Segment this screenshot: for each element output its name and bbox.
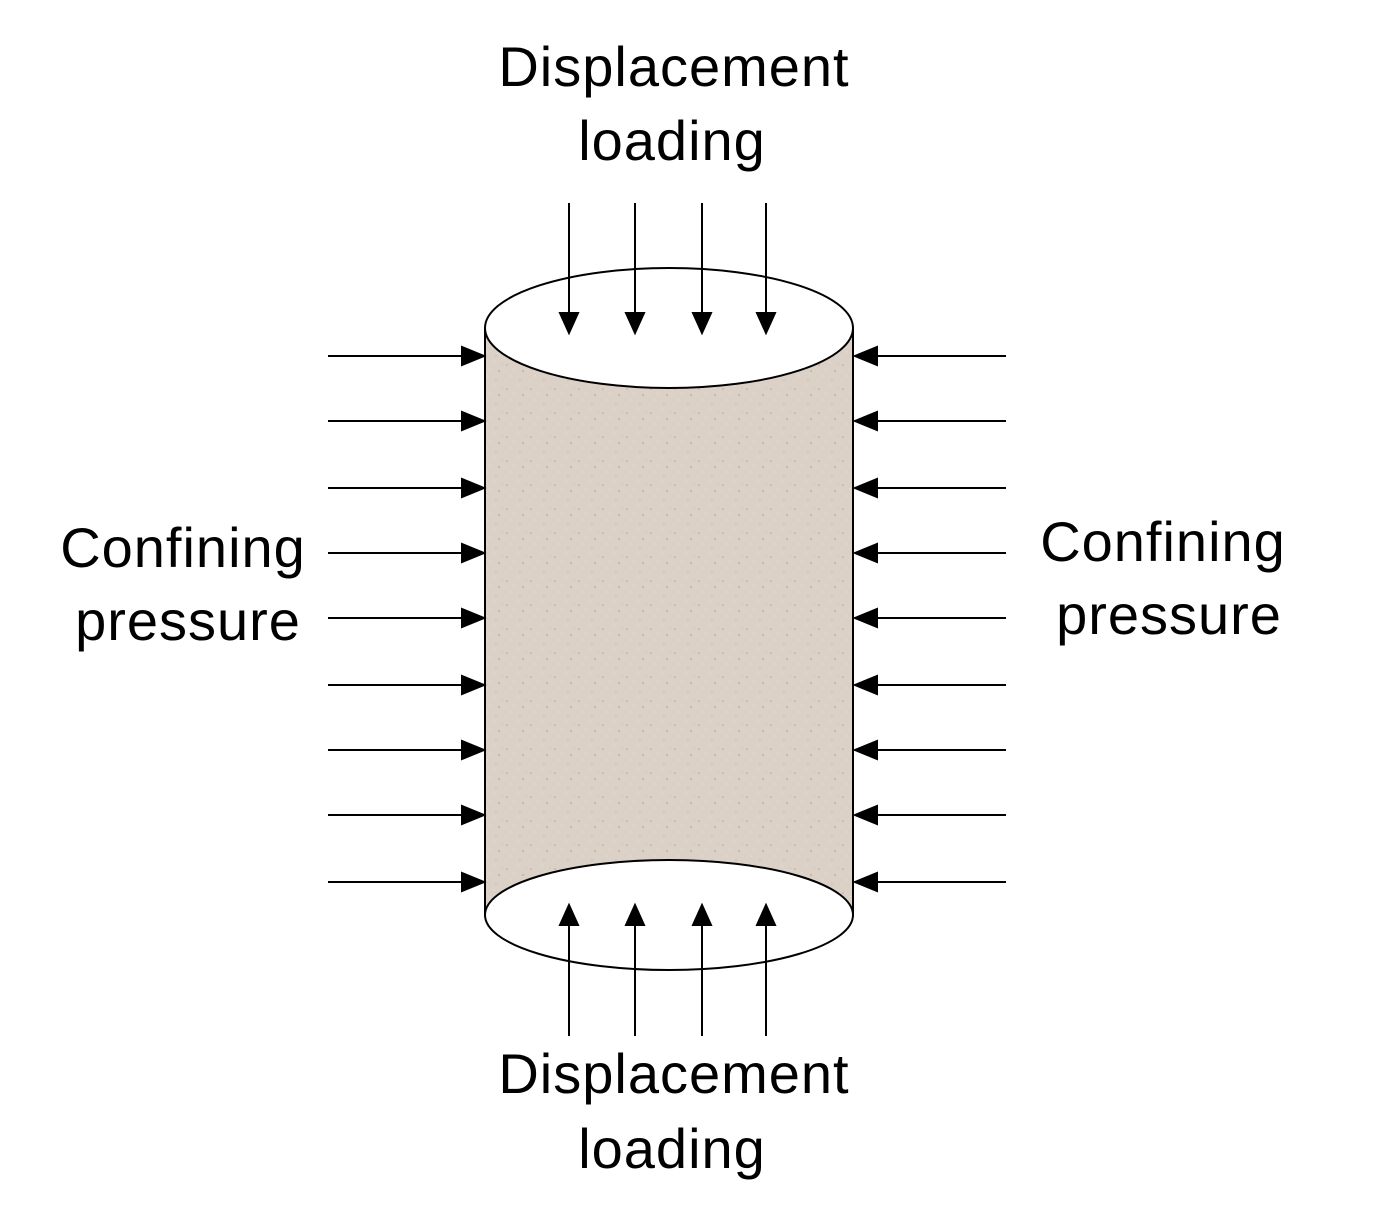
right-arrow — [852, 542, 1006, 564]
bottom-arrow — [691, 902, 713, 1036]
top-arrow — [624, 203, 646, 336]
right-arrow — [852, 674, 1006, 696]
left-arrow — [328, 804, 487, 826]
left-label: Confining pressure — [60, 516, 306, 652]
bottom-displacement-arrows — [558, 902, 777, 1036]
top-label-line1: Displacement — [498, 35, 849, 98]
right-arrow — [852, 345, 1006, 367]
bottom-end-cap — [484, 859, 854, 971]
right-arrow — [852, 739, 1006, 761]
top-arrow — [558, 203, 580, 336]
top-end-cap — [484, 267, 854, 389]
right-arrow — [852, 871, 1006, 893]
top-label: Displacement loading — [498, 35, 849, 172]
left-arrow — [328, 607, 487, 629]
top-arrow — [755, 203, 777, 336]
left-arrow — [328, 674, 487, 696]
left-arrow — [328, 477, 487, 499]
left-label-line2: pressure — [75, 589, 301, 652]
top-arrow — [691, 203, 713, 336]
bottom-arrow — [755, 902, 777, 1036]
right-label-line1: Confining — [1040, 510, 1286, 573]
bottom-arrow — [624, 902, 646, 1036]
right-arrow — [852, 477, 1006, 499]
bottom-label-line1: Displacement — [498, 1042, 849, 1105]
left-pressure-arrows — [328, 345, 487, 893]
right-label-line2: pressure — [1056, 583, 1282, 646]
bottom-arrow — [558, 902, 580, 1036]
top-label-line2: loading — [578, 109, 766, 172]
left-arrow — [328, 410, 487, 432]
right-arrow — [852, 804, 1006, 826]
top-displacement-arrows — [558, 203, 777, 336]
left-arrow — [328, 542, 487, 564]
bottom-label-line2: loading — [578, 1117, 766, 1180]
left-arrow — [328, 739, 487, 761]
right-arrow — [852, 410, 1006, 432]
right-pressure-arrows — [852, 345, 1006, 893]
bottom-label: Displacement loading — [498, 1042, 849, 1180]
left-arrow — [328, 871, 487, 893]
right-arrow — [852, 607, 1006, 629]
left-arrow — [328, 345, 487, 367]
left-label-line1: Confining — [60, 516, 306, 579]
right-label: Confining pressure — [1040, 510, 1286, 646]
specimen-cylinder — [484, 267, 854, 971]
